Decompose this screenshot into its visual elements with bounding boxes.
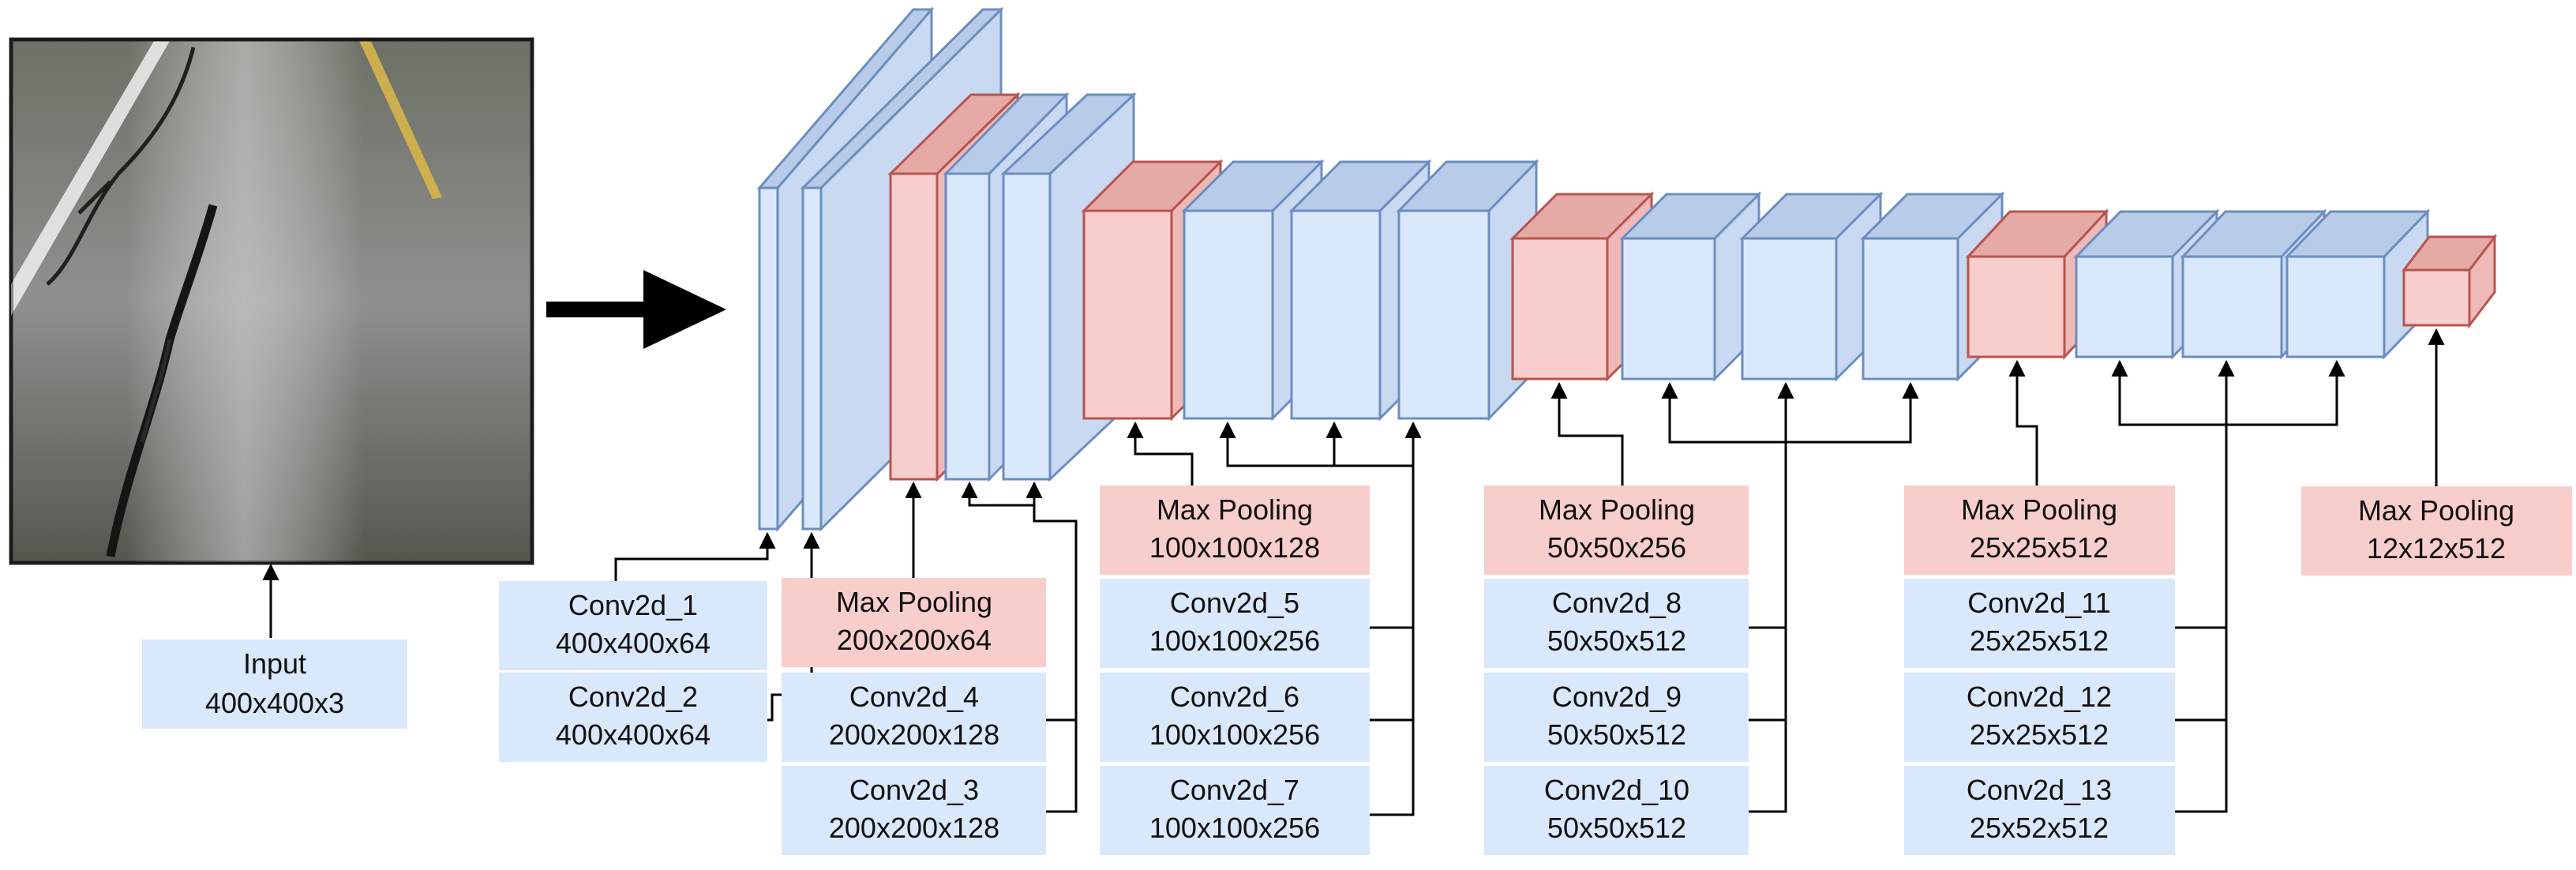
conv2d-12-block — [2180, 208, 2327, 360]
conv2d-9-block — [1739, 191, 1884, 382]
conv2d-3-label: Conv2d_3 200x200x128 — [782, 766, 1046, 855]
conv2d-5-shape: 100x100x256 — [1149, 624, 1320, 657]
conv2d-10-name: Conv2d_10 — [1544, 774, 1689, 806]
conv2d-3-name: Conv2d_3 — [849, 774, 979, 806]
conv2d-9-name: Conv2d_9 — [1552, 681, 1682, 713]
max-pooling-2-label: Max Pooling 100x100x128 — [1100, 486, 1370, 575]
input-label: Input 400x400x3 — [142, 639, 407, 729]
conv2d-8-label: Conv2d_8 50x50x512 — [1484, 579, 1749, 668]
conv2d-11-shape: 25x25x512 — [1970, 624, 2109, 657]
conv2d-12-name: Conv2d_12 — [1967, 681, 2112, 713]
conv2d-7-name: Conv2d_7 — [1170, 774, 1299, 806]
max-pooling-5-label: Max Pooling 12x12x512 — [2301, 486, 2572, 576]
max-pooling-2-shape: 100x100x128 — [1149, 531, 1320, 564]
flow-arrow — [546, 270, 726, 349]
max-pooling-3-label: Max Pooling 50x50x256 — [1484, 486, 1749, 575]
max-pooling-1-name: Max Pooling — [836, 586, 992, 618]
conv2d-2-name: Conv2d_2 — [568, 681, 698, 713]
conv2d-6-label: Conv2d_6 100x100x256 — [1100, 673, 1370, 762]
conv2d-3-shape: 200x200x128 — [829, 812, 999, 844]
input-name: Input — [243, 647, 306, 680]
max-pooling-5-name: Max Pooling — [2358, 494, 2514, 527]
conv2d-6-shape: 100x100x256 — [1149, 718, 1320, 751]
conv2d-1-shape: 400x400x64 — [556, 627, 711, 659]
connector-arrows — [262, 328, 2445, 816]
layer-blocks — [756, 6, 2498, 533]
conv2d-11-name: Conv2d_11 — [1967, 587, 2110, 619]
conv2d-8-block — [1619, 191, 1762, 382]
conv2d-2-shape: 400x400x64 — [556, 718, 711, 751]
conv2d-9-label: Conv2d_9 50x50x512 — [1484, 673, 1749, 762]
max-pooling-4-shape: 25x25x512 — [1970, 531, 2109, 564]
conv2d-7-shape: 100x100x256 — [1149, 812, 1320, 844]
conv2d-5-name: Conv2d_5 — [1170, 587, 1299, 619]
conv2d-4-shape: 200x200x128 — [829, 718, 999, 751]
conv2d-1-name: Conv2d_1 — [568, 589, 698, 621]
conv2d-13-label: Conv2d_13 25x52x512 — [1904, 766, 2175, 855]
layer-labels: Input 400x400x3 Conv2d_1 400x400x64 Conv… — [142, 486, 2572, 855]
conv2d-2-label: Conv2d_2 400x400x64 — [499, 673, 767, 762]
conv2d-6-name: Conv2d_6 — [1170, 681, 1299, 713]
conv2d-5-label: Conv2d_5 100x100x256 — [1100, 579, 1370, 668]
conv2d-7-label: Conv2d_7 100x100x256 — [1100, 766, 1370, 855]
conv2d-8-name: Conv2d_8 — [1552, 587, 1682, 619]
max-pooling-4-label: Max Pooling 25x25x512 — [1904, 486, 2175, 575]
conv2d-10-shape: 50x50x512 — [1547, 812, 1686, 844]
max-pooling-3-shape: 50x50x256 — [1547, 531, 1686, 564]
max-pooling-2-name: Max Pooling — [1157, 493, 1313, 526]
conv2d-8-shape: 50x50x512 — [1547, 624, 1686, 657]
conv2d-11-label: Conv2d_11 25x25x512 — [1904, 579, 2175, 668]
max-pooling-1-label: Max Pooling 200x200x64 — [782, 578, 1046, 667]
input-shape: 400x400x3 — [205, 687, 344, 719]
conv2d-1-label: Conv2d_1 400x400x64 — [499, 581, 767, 670]
max-pooling-4-name: Max Pooling — [1961, 493, 2117, 526]
conv2d-4-label: Conv2d_4 200x200x128 — [782, 673, 1046, 762]
max-pooling-1-shape: 200x200x64 — [837, 624, 992, 656]
conv2d-10-label: Conv2d_10 50x50x512 — [1484, 766, 1749, 855]
conv2d-12-shape: 25x25x512 — [1970, 718, 2109, 751]
conv2d-13-shape: 25x52x512 — [1970, 812, 2109, 844]
max-pooling-5-shape: 12x12x512 — [2367, 532, 2506, 564]
max-pooling-3-name: Max Pooling — [1539, 493, 1695, 526]
conv2d-13-name: Conv2d_13 — [1967, 774, 2112, 806]
conv2d-9-shape: 50x50x512 — [1547, 718, 1686, 751]
conv2d-4-name: Conv2d_4 — [849, 681, 979, 713]
input-road-crack-image — [9, 37, 534, 565]
conv2d-12-label: Conv2d_12 25x25x512 — [1904, 673, 2175, 762]
max-pooling-5-block — [2401, 233, 2498, 329]
